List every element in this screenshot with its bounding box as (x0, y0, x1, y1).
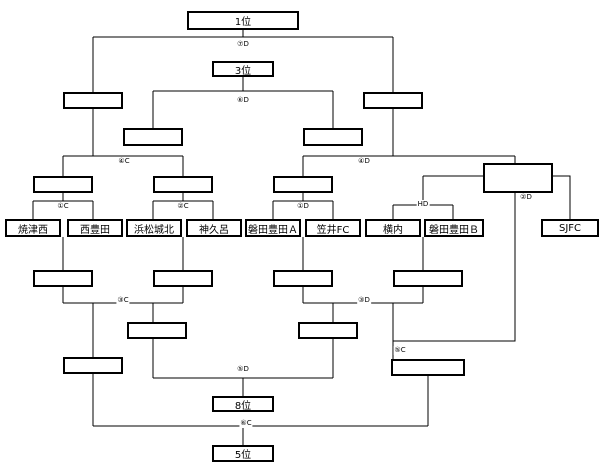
match-label-r1-a: ①C (56, 202, 70, 211)
team-box: 磐田豊田Ａ (245, 219, 301, 237)
match-label-fifth-place: ⑥C (239, 419, 253, 428)
empty-slot-eighth-right (298, 322, 358, 339)
empty-slot-lower-4 (393, 270, 463, 287)
empty-slot-lower-1 (33, 270, 93, 287)
fifth-place-label: 5位 (234, 450, 252, 461)
match-label-eighth: ⑤D (236, 365, 250, 374)
team-name: 西豊田 (80, 224, 110, 236)
third-place-label: 3位 (234, 65, 252, 77)
empty-slot-semi-1 (33, 176, 93, 193)
fifth-place-box: 5位 (212, 445, 274, 462)
match-label-r1-d: HD (416, 200, 430, 209)
match-label-lower-left: ③C (116, 296, 130, 305)
match-label-r1-e: ②D (519, 193, 533, 202)
team-box: 焼津西 (5, 219, 61, 237)
team-name: 焼津西 (18, 224, 48, 236)
team-box: 神久呂 (186, 219, 242, 237)
team-name: 浜松城北 (134, 224, 174, 236)
team-box: 磐田豊田Ｂ (424, 219, 484, 237)
empty-slot-semi-2 (153, 176, 213, 193)
empty-slot-lower-3 (273, 270, 333, 287)
team-box: SJFC (541, 219, 599, 237)
team-box: 浜松城北 (126, 219, 182, 237)
empty-slot-semi-4 (483, 163, 553, 193)
match-label-third-place: ⑥D (236, 96, 250, 105)
empty-slot-semi-3 (273, 176, 333, 193)
match-label-fifth-q: ⑤C (393, 346, 407, 355)
team-name: 笠井FC (316, 224, 350, 236)
empty-slot-third-right (303, 128, 363, 146)
team-name: 磐田豊田Ａ (248, 224, 298, 236)
empty-slot-lower-2 (153, 270, 213, 287)
team-box: 笠井FC (305, 219, 361, 237)
empty-slot-third-left (123, 128, 183, 146)
match-label-r1-b: ②C (176, 202, 190, 211)
team-name: 横内 (383, 224, 403, 236)
empty-slot-final-right (363, 92, 423, 109)
empty-slot-fifth-left (63, 357, 123, 374)
match-label-final: ⑦D (236, 40, 250, 49)
first-place-box: 1位 (187, 11, 299, 30)
team-name: SJFC (558, 222, 582, 234)
match-label-lower-right: ③D (357, 296, 371, 305)
third-place-box: 3位 (212, 61, 274, 77)
eighth-place-box: 8位 (212, 396, 274, 412)
empty-slot-eighth-left (127, 322, 187, 339)
empty-slot-final-left (63, 92, 123, 109)
eighth-place-label: 8位 (234, 400, 252, 412)
first-place-label: 1位 (234, 17, 252, 28)
team-name: 磐田豊田Ｂ (429, 224, 479, 236)
team-name: 神久呂 (199, 224, 229, 236)
match-label-r1-c: ①D (296, 202, 310, 211)
match-label-semi-left: ④C (117, 157, 131, 166)
empty-slot-fifth-right (391, 359, 465, 376)
team-box: 横内 (365, 219, 421, 237)
match-label-semi-right: ④D (357, 157, 371, 166)
team-box: 西豊田 (67, 219, 123, 237)
